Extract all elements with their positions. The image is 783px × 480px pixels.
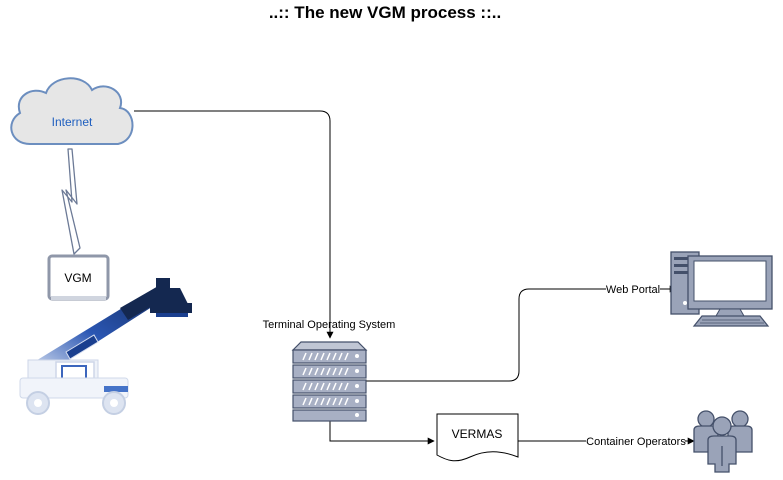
web-portal-label: Web Portal	[606, 284, 660, 296]
vermas-document: VERMAS	[436, 413, 519, 462]
internet-label: Internet	[52, 115, 93, 129]
internet-cloud: Internet	[10, 77, 134, 145]
desktop-computer-icon	[670, 251, 773, 327]
keyboard	[692, 315, 770, 327]
vgm-label: VGM	[64, 271, 91, 285]
edge-internet-to-tos	[134, 110, 334, 339]
diagram-title: ..:: The new VGM process ::..	[269, 3, 501, 22]
container-operators-label: Container Operators	[586, 436, 686, 448]
cloud-shape	[10, 77, 134, 145]
server-rack-icon	[291, 341, 368, 422]
wireless-link-icon	[61, 148, 81, 255]
monitor-screen	[693, 260, 767, 302]
user-group-icon	[693, 410, 753, 473]
reach-stacker-icon	[19, 278, 192, 415]
connectors	[134, 110, 695, 445]
edge-tos-to-web-portal	[366, 288, 606, 382]
vermas-document-shape	[436, 413, 519, 462]
edge-tos-to-vermas	[329, 421, 435, 445]
tos-label: Terminal Operating System	[263, 319, 396, 331]
vgm-device: VGM	[47, 254, 110, 301]
vermas-label: VERMAS	[452, 427, 503, 441]
